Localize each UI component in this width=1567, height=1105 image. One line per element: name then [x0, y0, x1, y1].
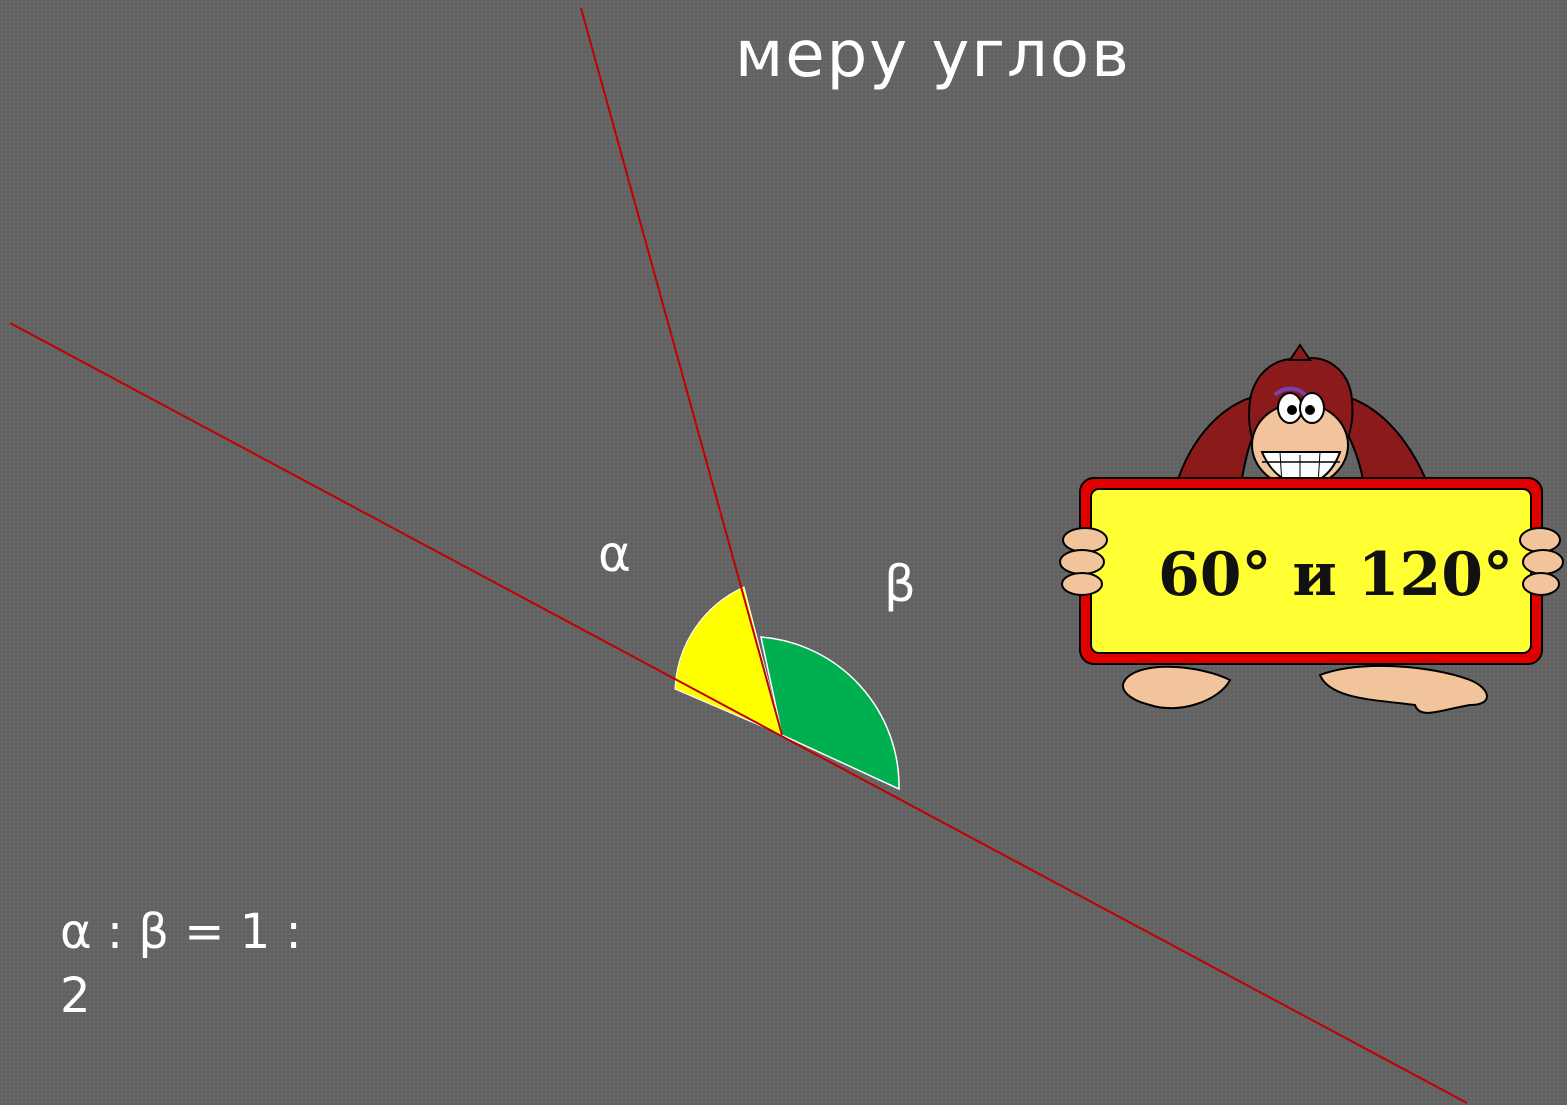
sign-answer-text: 60° и 120°	[1158, 540, 1514, 610]
ratio-statement: α : β = 1 : 2	[60, 900, 360, 1028]
slide-title: меру углов	[735, 18, 1131, 92]
beta-label: β	[884, 555, 916, 613]
ratio-line-2: 2	[60, 968, 91, 1024]
monkey-head	[1248, 343, 1354, 490]
ratio-line-1: α : β = 1 :	[60, 904, 302, 960]
monkey-feet	[1122, 664, 1488, 714]
alpha-label: α	[598, 525, 631, 583]
monkey-hands	[1059, 527, 1564, 596]
beta-sector	[760, 636, 900, 791]
straight-line	[9, 322, 1468, 1104]
ray	[580, 7, 783, 736]
